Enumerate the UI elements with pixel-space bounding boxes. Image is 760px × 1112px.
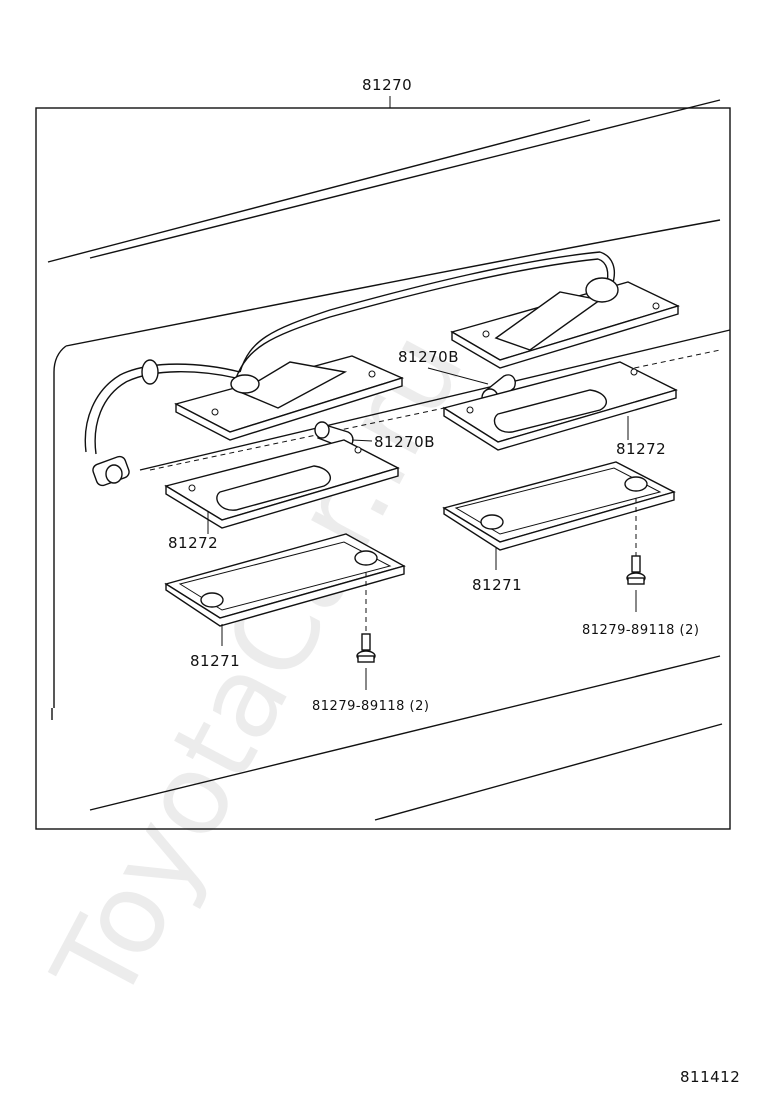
label-screw-right: 81279-89118 (2)	[582, 623, 699, 638]
screw-right	[626, 498, 646, 612]
lamp-housing-left	[174, 355, 404, 441]
diagram-number: 811412	[680, 1068, 740, 1086]
gasket-right	[442, 361, 678, 451]
label-screw-left: 81279-89118 (2)	[312, 699, 429, 714]
lens-right	[442, 461, 676, 551]
lens-left	[164, 533, 406, 627]
label-gasket-left: 81272	[168, 534, 218, 552]
label-lens-left: 81271	[190, 652, 240, 670]
label-bulb-right: 81270B	[398, 348, 459, 366]
gasket-left	[164, 439, 400, 529]
label-gasket-right: 81272	[616, 440, 666, 458]
body-panel-lines	[47, 99, 731, 821]
label-lens-right: 81271	[472, 576, 522, 594]
label-bulb-left: 81270B	[374, 433, 435, 451]
label-assembly: 81270	[362, 76, 412, 94]
diagram-frame	[35, 107, 731, 830]
wire-harness	[84, 251, 616, 487]
screw-left	[356, 572, 376, 690]
lamp-housing-right	[450, 277, 680, 369]
